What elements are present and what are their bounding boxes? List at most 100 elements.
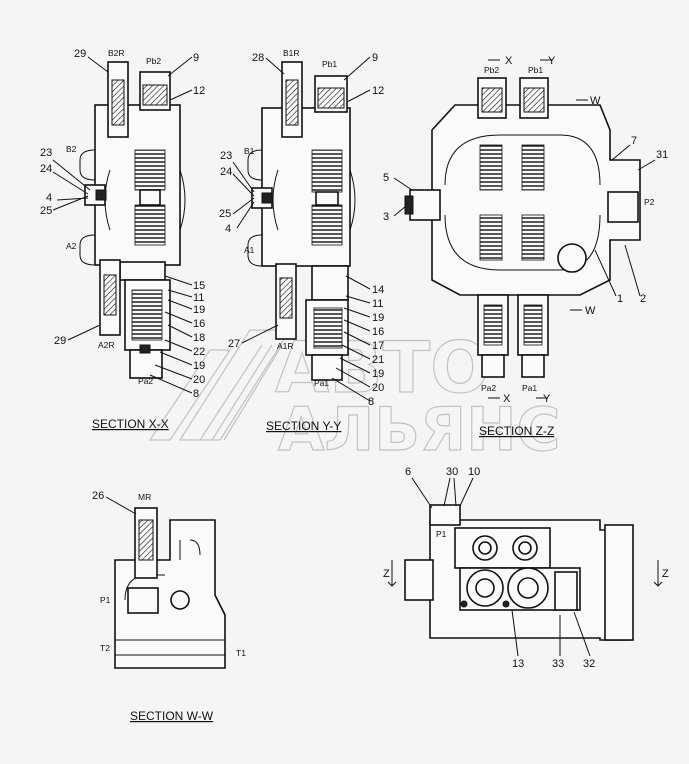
callout: 20 [372,382,384,394]
callout: 24 [220,166,232,178]
callout: 4 [225,223,231,235]
callout: 14 [372,284,384,296]
port-t2: T2 [100,643,110,653]
watermark-line2: АЛЬЯНС [278,395,560,465]
callout: 33 [552,658,564,670]
callout: 5 [383,172,389,184]
port-b2r: B2R [108,48,125,58]
callout: 29 [74,48,86,60]
cut-marks-zz: X Y X Y W W [488,55,601,405]
callout: 22 [193,346,205,358]
cut-mark-y-bottom: Y [543,393,551,405]
port-b2: B2 [66,144,77,154]
section-yy-title: SECTION Y-Y [266,419,341,433]
callout: 29 [54,335,66,347]
cut-mark-x-bottom: X [503,393,511,405]
callout: 12 [193,85,205,97]
section-yy-drawing [247,61,356,381]
callout: 23 [40,147,52,159]
port-pb2: Pb2 [146,56,161,66]
callout: 23 [220,150,232,162]
port-a2: A2 [66,241,77,251]
leaders-yy [232,56,371,402]
external-view-drawing [404,504,634,641]
callout: 31 [656,149,668,161]
callout: 21 [372,354,384,366]
cut-marks-ext: Z Z [383,560,669,587]
callout: 3 [383,211,389,223]
port-pb1: Pb1 [528,65,543,75]
callout: 16 [372,326,384,338]
port-pa2: Pa2 [481,383,496,393]
cut-mark-x-top: X [505,55,513,67]
callout: 6 [405,466,411,478]
section-xx-title: SECTION X-X [92,417,169,431]
callout: 24 [40,163,52,175]
callout: 8 [193,388,199,400]
callout: 32 [583,658,595,670]
callout: 30 [446,466,458,478]
port-pa1: Pa1 [522,383,537,393]
port-p1: P1 [100,595,111,605]
callouts-yy-right: 9 12 14 11 19 16 17 21 19 20 8 [368,52,384,408]
callout: 1 [617,293,623,305]
port-a1: A1 [244,245,255,255]
section-xx: B2R Pb2 B2 A2 A2R Pa2 29 23 24 25 4 29 9… [40,48,205,431]
cut-mark-y-top: Y [548,55,556,67]
callout: 4 [46,192,52,204]
callout: 20 [193,374,205,386]
callout: 11 [193,292,204,304]
callout: 8 [368,396,374,408]
callout: 19 [372,312,384,324]
port-pb1: Pb1 [322,59,337,69]
port-pb2: Pb2 [484,65,499,75]
callout: 2 [640,293,646,305]
callout: 9 [193,52,199,64]
callout: 17 [372,340,384,352]
callout: 11 [372,298,383,310]
port-p2: P2 [644,197,655,207]
callout: 16 [193,318,205,330]
cut-mark-w-bottom: W [585,305,596,317]
callout: 10 [468,466,480,478]
section-ww: MR P1 T2 T1 26 SECTION W-W [92,490,246,723]
section-yy: B1R Pb1 B1 A1 A1R Pa1 28 23 24 25 4 27 9… [219,48,384,433]
port-pa2: Pa2 [138,376,153,386]
callout: 19 [193,360,205,372]
callout: 12 [372,85,384,97]
callouts-yy-left: 28 23 24 25 4 27 [219,52,264,350]
callouts-zz: 5 3 7 31 1 2 [383,135,668,305]
port-pa1: Pa1 [314,378,329,388]
callout: 9 [372,52,378,64]
callouts-xx-right: 9 12 15 11 19 16 18 22 19 20 8 [193,52,205,400]
section-ww-title: SECTION W-W [130,709,214,723]
section-zz-title: SECTION Z-Z [479,424,554,438]
callout: 13 [512,658,524,670]
callout: 15 [193,280,205,292]
callout: 19 [193,304,205,316]
port-b1r: B1R [283,48,300,58]
callout: 27 [228,338,240,350]
section-xx-drawing [79,61,186,379]
cut-mark-z-left: Z [383,568,390,580]
external-view: P1 6 30 10 13 33 32 Z Z [383,466,669,670]
port-t1: T1 [236,648,246,658]
callouts-xx-left: 29 23 24 25 4 29 [40,48,86,347]
section-ww-drawing [114,507,226,669]
callout: 19 [372,368,384,380]
callout: 18 [193,332,205,344]
port-mr: MR [138,492,151,502]
section-zz-drawing [404,77,641,378]
callout: 7 [631,135,637,147]
cut-mark-z-right: Z [662,568,669,580]
port-a1r: A1R [277,341,294,351]
callout: 28 [252,52,264,64]
callout: 26 [92,490,104,502]
callouts-ext: 6 30 10 13 33 32 [405,466,595,670]
callout: 25 [219,208,231,220]
section-zz: Pb2 Pb1 P2 Pa2 Pa1 X Y X Y W W 5 3 7 31 … [383,55,668,438]
leaders-xx [52,56,193,394]
port-a2r: A2R [98,340,115,350]
port-label: P1 [436,529,447,539]
